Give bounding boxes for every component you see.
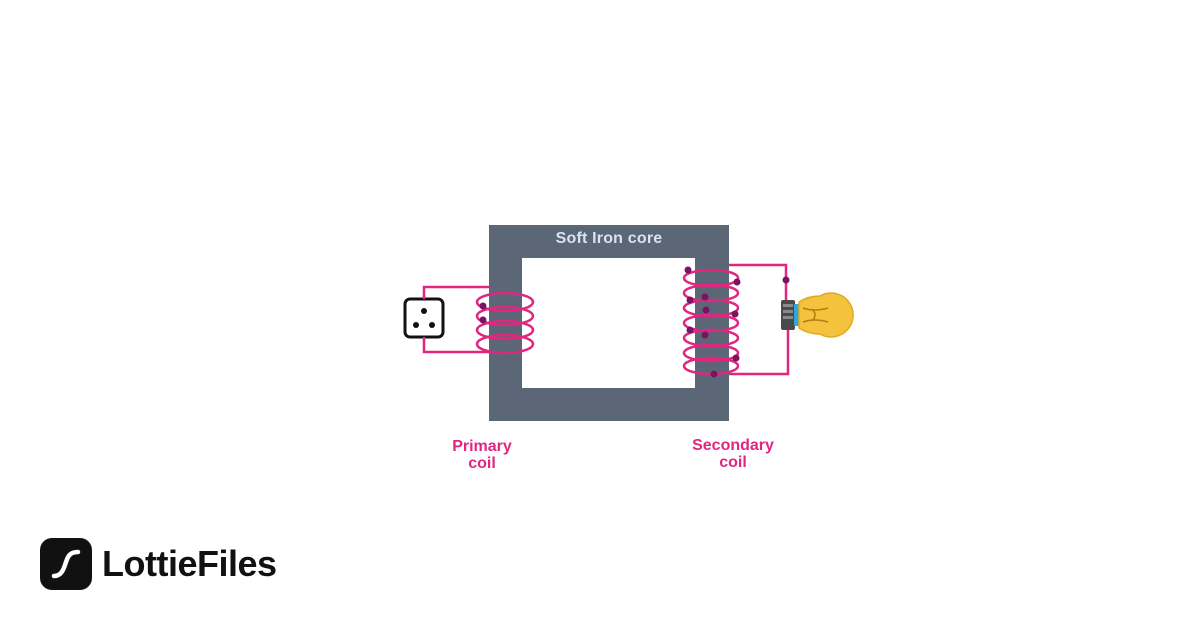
- light-bulb-icon: [781, 292, 854, 338]
- secondary-coil-label-line-1: Secondary: [692, 437, 774, 454]
- secondary-coil-label: Secondary coil: [672, 437, 794, 471]
- primary-coil-label-line-1: Primary: [452, 438, 512, 455]
- primary-coil: [475, 291, 535, 355]
- lottiefiles-logo-icon: [40, 538, 92, 590]
- secondary-coil-label-line-2: coil: [719, 454, 747, 471]
- secondary-wire: [729, 263, 790, 376]
- bulb-terminal: [782, 276, 790, 284]
- primary-wire: [422, 285, 489, 354]
- primary-coil-label: Primary coil: [432, 438, 532, 472]
- secondary-terminals: [684, 266, 741, 378]
- power-socket-icon: [403, 297, 445, 339]
- secondary-coil: [682, 268, 740, 376]
- soft-iron-core: [489, 225, 729, 421]
- core-label: Soft Iron core: [555, 230, 663, 247]
- brand[interactable]: LottieFiles: [40, 538, 277, 590]
- primary-terminals: [479, 302, 487, 324]
- primary-coil-label-line-2: coil: [468, 455, 496, 472]
- brand-name: LottieFiles: [102, 543, 277, 584]
